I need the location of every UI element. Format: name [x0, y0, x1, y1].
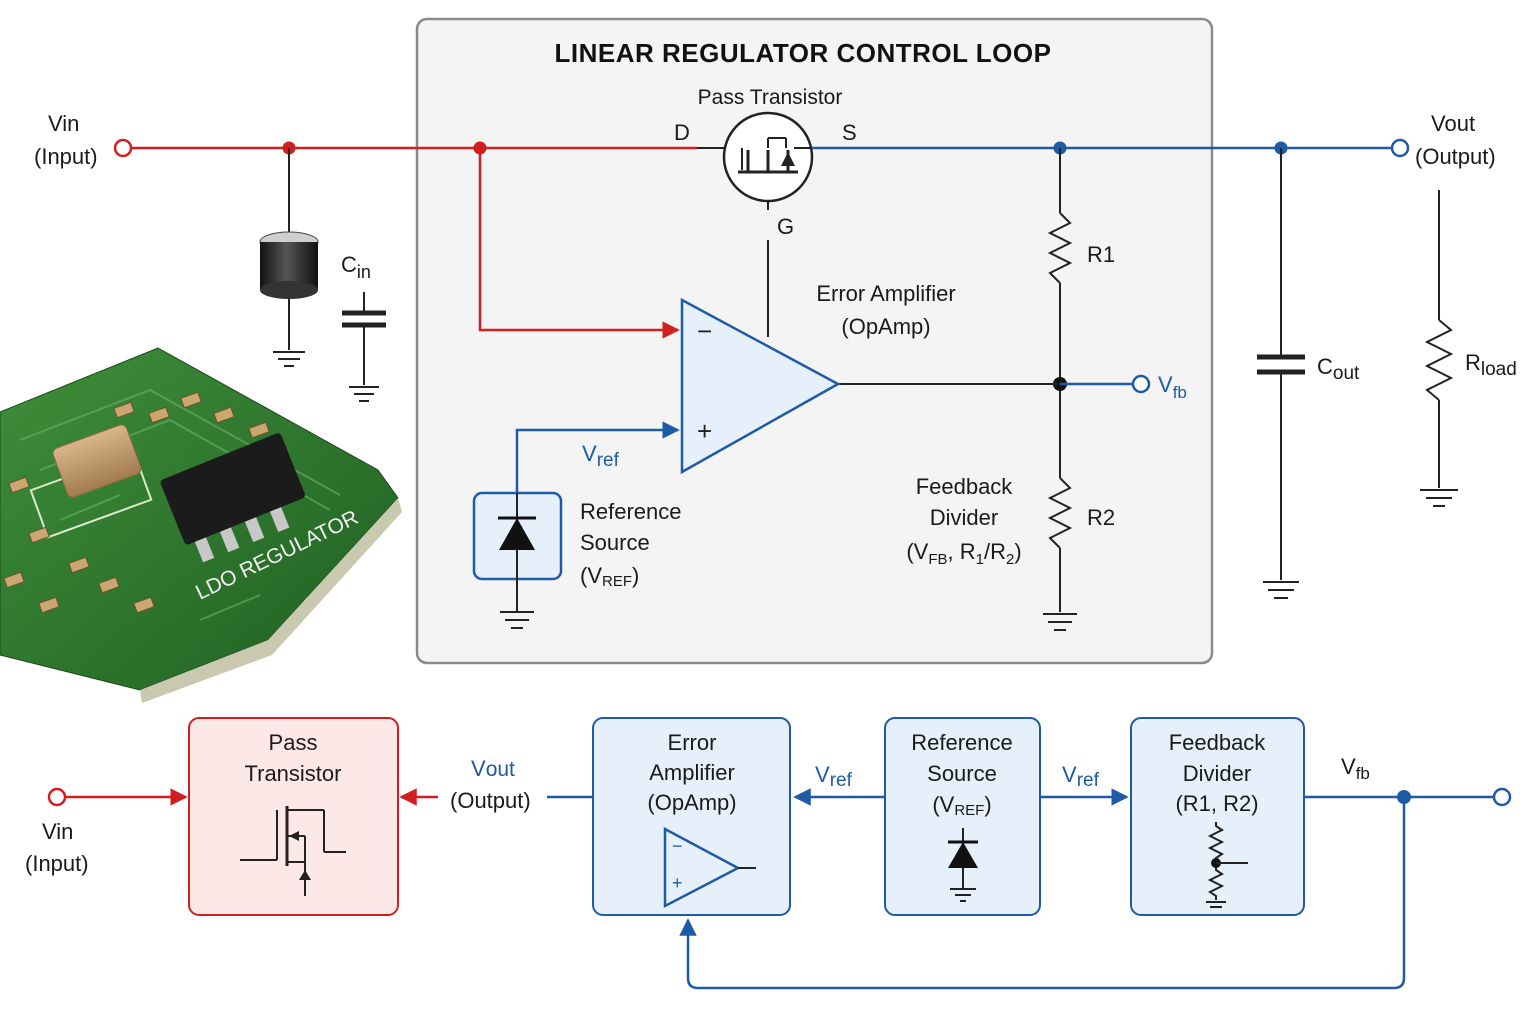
- bd-reference-line3: (VREF): [932, 792, 991, 819]
- bd-reference-source-block[interactable]: [884, 717, 1041, 916]
- bd-feedback-divider-block[interactable]: [1130, 717, 1305, 916]
- rload-label: Rload: [1465, 350, 1517, 380]
- bd-vfb-label: Vfb: [1341, 754, 1370, 783]
- bd-vfb-terminal[interactable]: [1492, 787, 1512, 807]
- electrolytic-capacitor: [259, 148, 319, 367]
- vfb-label: Vfb: [1158, 372, 1187, 402]
- bd-diode-icon: [948, 828, 978, 902]
- bd-error-amplifier-block[interactable]: [592, 717, 791, 916]
- cout-label: Cout: [1317, 354, 1360, 384]
- bd-pass-line2: Transistor: [245, 761, 342, 786]
- pass-transistor-label: Pass Transistor: [698, 86, 843, 109]
- opamp-plus: +: [697, 416, 712, 446]
- input-rail: [113, 138, 697, 339]
- bd-vout-label: Vout: [471, 756, 515, 781]
- bd-feedback-line3: (R1, R2): [1175, 791, 1258, 816]
- bd-error-line3: (OpAmp): [647, 790, 736, 815]
- bd-opamp-minus: −: [672, 836, 683, 856]
- bd-vin-sublabel: (Input): [25, 851, 89, 876]
- bd-feedback-line1: Feedback: [1169, 730, 1267, 755]
- vout-terminal[interactable]: [1390, 138, 1410, 158]
- reference-source-symbol: [472, 421, 680, 629]
- vin-sublabel: (Input): [34, 144, 98, 169]
- r2-label: R2: [1087, 505, 1115, 530]
- ldo-pcb-illustration: LDO REGULATOR: [0, 347, 402, 703]
- load-resistor: [1420, 190, 1458, 507]
- source-label: S: [842, 120, 857, 145]
- r1-label: R1: [1087, 242, 1115, 267]
- reference-source-line1: Reference: [580, 499, 682, 524]
- cin-capacitor: [342, 292, 386, 402]
- opamp-minus: −: [697, 316, 712, 346]
- bd-error-line2: Amplifier: [649, 760, 735, 785]
- bd-opamp-plus: +: [672, 873, 683, 893]
- feedback-divider-line2: Divider: [930, 505, 998, 530]
- cin-label: Cin: [341, 252, 371, 282]
- reference-source-line2: Source: [580, 530, 650, 555]
- vout-label: Vout: [1431, 111, 1475, 136]
- feedback-resistors: [839, 148, 1151, 631]
- vout-sublabel: (Output): [1415, 144, 1496, 169]
- reference-source-line3: (VREF): [580, 563, 639, 590]
- vin-label: Vin: [48, 111, 79, 136]
- bd-resistor-icon: [1206, 822, 1248, 908]
- bd-mosfet-icon: [240, 806, 346, 896]
- bd-pass-line1: Pass: [269, 730, 318, 755]
- bd-feedback-line2: Divider: [1183, 761, 1251, 786]
- diagram-title: LINEAR REGULATOR CONTROL LOOP: [555, 38, 1052, 68]
- bd-vin-terminal[interactable]: [47, 787, 67, 807]
- block-diagram: [47, 717, 1512, 990]
- feedback-divider-line3: (VFB, R1/R2): [906, 539, 1021, 568]
- bd-pass-transistor-block[interactable]: [188, 717, 399, 916]
- output-rail: [812, 138, 1410, 158]
- bd-vref-right-label: Vref: [1062, 762, 1100, 791]
- bd-reference-line1: Reference: [911, 730, 1013, 755]
- gate-label: G: [777, 214, 794, 239]
- error-amp-label-line2: (OpAmp): [841, 314, 930, 339]
- bd-vout-sublabel: (Output): [450, 788, 531, 813]
- vfb-terminal[interactable]: [1131, 374, 1151, 394]
- drain-label: D: [674, 120, 690, 145]
- bd-vin-label: Vin: [42, 819, 73, 844]
- bd-reference-line2: Source: [927, 761, 997, 786]
- error-amp-label-line1: Error Amplifier: [816, 281, 955, 306]
- pass-transistor-symbol: [697, 111, 814, 337]
- bd-error-line1: Error: [668, 730, 717, 755]
- control-loop-panel: [415, 17, 1214, 665]
- bd-vref-left-label: Vref: [815, 762, 853, 791]
- vref-label: Vref: [582, 441, 620, 471]
- error-amplifier-symbol: [680, 297, 841, 475]
- vin-terminal[interactable]: [113, 138, 133, 158]
- feedback-divider-line1: Feedback: [916, 474, 1014, 499]
- cout-capacitor: [1257, 148, 1305, 599]
